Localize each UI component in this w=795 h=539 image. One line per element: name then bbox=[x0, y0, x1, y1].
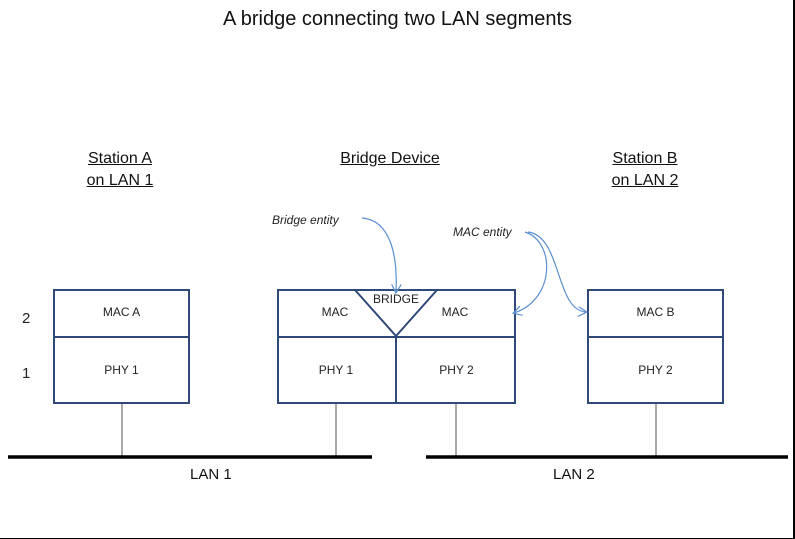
station-b-mac-label: MAC B bbox=[636, 305, 675, 319]
mac-entity-annotation: MAC entity bbox=[453, 225, 512, 239]
bridge-mac-right-label: MAC bbox=[441, 305, 469, 319]
bridge-phy-divider bbox=[395, 336, 397, 404]
bridge-phy-left-label: PHY 1 bbox=[318, 363, 354, 377]
bridge-mac-left-label: MAC bbox=[321, 305, 349, 319]
mac-entity-arrow-left bbox=[514, 231, 548, 313]
station-a-heading-line1: Station A bbox=[87, 150, 153, 167]
bridge-phy-right-label: PHY 2 bbox=[439, 363, 474, 377]
station-b-layer-divider bbox=[587, 336, 724, 338]
station-b-stack bbox=[587, 289, 724, 404]
lan-1-label: LAN 1 bbox=[190, 466, 232, 483]
diagram-title: A bridge connecting two LAN segments bbox=[222, 8, 573, 30]
bridge-entity-annotation: Bridge entity bbox=[272, 213, 339, 227]
station-b-heading-line1: Station B bbox=[612, 150, 678, 167]
layer-2-label: 2 bbox=[22, 310, 31, 327]
bridge-triangle bbox=[354, 289, 438, 338]
lan-2-label: LAN 2 bbox=[553, 466, 595, 483]
bridge-device-heading: Bridge Device bbox=[340, 150, 440, 167]
station-a-heading-line2: on LAN 1 bbox=[86, 172, 154, 189]
bridge-entity-arrow bbox=[361, 217, 396, 292]
layer-1-label: 1 bbox=[22, 365, 31, 382]
station-b-phy-label: PHY 2 bbox=[638, 363, 673, 377]
station-a-layer-divider bbox=[53, 336, 190, 338]
station-a-heading: Station A on LAN 1 bbox=[60, 148, 180, 192]
station-a-stack bbox=[53, 289, 190, 404]
station-b-heading-line2: on LAN 2 bbox=[611, 172, 679, 189]
bridge-entity-label: BRIDGE bbox=[372, 292, 419, 306]
station-a-phy-label: PHY 1 bbox=[104, 363, 139, 377]
mac-entity-arrow-right bbox=[527, 231, 586, 312]
station-b-heading: Station B on LAN 2 bbox=[585, 148, 705, 192]
station-a-mac-label: MAC A bbox=[102, 305, 141, 319]
